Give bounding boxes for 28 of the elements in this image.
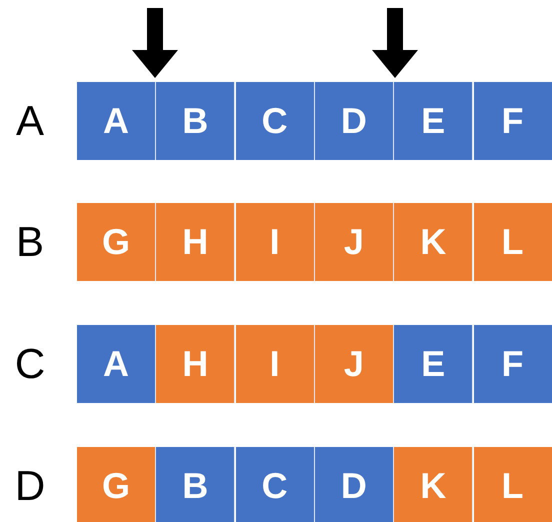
gene-cell: I	[236, 203, 315, 281]
gene-cell: F	[474, 325, 552, 403]
gene-cell: L	[474, 203, 552, 281]
gene-cell: A	[77, 325, 156, 403]
gene-cell: G	[77, 203, 156, 281]
gene-cell: L	[474, 447, 552, 522]
gene-cell: K	[394, 447, 474, 522]
gene-cell: A	[77, 82, 156, 160]
gene-cell: K	[394, 203, 474, 281]
gene-cell: B	[156, 82, 236, 160]
gene-cell: I	[236, 325, 315, 403]
gene-cell: F	[474, 82, 552, 160]
gene-cell: B	[156, 447, 236, 522]
gene-cell: H	[156, 203, 236, 281]
row-label: B	[14, 218, 45, 266]
row-label: D	[14, 462, 46, 510]
row-label: A	[14, 97, 45, 145]
gene-cell: D	[314, 447, 394, 522]
gene-cell: C	[236, 447, 315, 522]
gene-cell: E	[394, 82, 474, 160]
gene-cell: E	[394, 325, 474, 403]
row-label: C	[14, 340, 46, 388]
gene-cell: D	[314, 82, 394, 160]
gene-cell: G	[77, 447, 156, 522]
gene-cell: H	[156, 325, 236, 403]
gene-cell: J	[314, 325, 394, 403]
gene-cell: C	[236, 82, 315, 160]
gene-cell: J	[314, 203, 394, 281]
